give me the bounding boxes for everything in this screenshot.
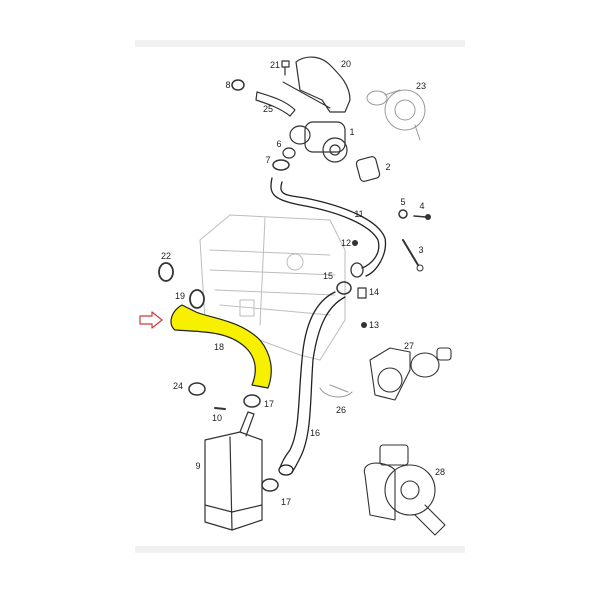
top-border <box>135 40 465 47</box>
part-label-5: 5 <box>400 197 406 207</box>
part-label-27: 27 <box>403 341 415 351</box>
sensor-14 <box>357 287 367 299</box>
part-label-28: 28 <box>434 467 446 477</box>
part-label-11: 11 <box>354 209 364 219</box>
intercooler-hose-18-highlighted <box>170 304 272 389</box>
nut-12 <box>352 240 358 246</box>
part-label-17-lower: 17 <box>280 497 292 507</box>
bolt-10 <box>214 407 226 410</box>
part-label-25: 25 <box>262 104 274 114</box>
gasket-2 <box>355 156 381 182</box>
clamp-15 <box>336 281 352 295</box>
part-label-18: 18 <box>213 342 225 352</box>
part-label-22: 22 <box>160 251 172 261</box>
turbo-27 <box>369 347 452 401</box>
part-label-3: 3 <box>418 245 424 255</box>
part-label-12: 12 <box>340 238 352 248</box>
part-label-15: 15 <box>322 271 334 281</box>
clamp-7 <box>272 159 290 171</box>
part-label-2: 2 <box>385 162 391 172</box>
clamp-24 <box>188 382 206 396</box>
clamp-22 <box>158 262 174 282</box>
part-label-23: 23 <box>415 81 427 91</box>
highlight-arrow <box>139 311 163 329</box>
nut-5 <box>398 209 408 219</box>
clamp-near-hose-11 <box>350 262 364 278</box>
clamp-17-upper <box>243 394 261 408</box>
turbo-1 <box>289 121 348 163</box>
turbo-28 <box>363 444 446 536</box>
part-label-9: 9 <box>195 461 201 471</box>
bottom-border <box>135 546 465 553</box>
part-label-20: 20 <box>340 59 352 69</box>
part-label-26: 26 <box>335 405 347 415</box>
part-label-21: 21 <box>269 60 281 70</box>
turbo-23 <box>366 89 426 141</box>
bolt-4 <box>413 215 427 218</box>
bolt-21 <box>281 60 290 76</box>
part-label-13: 13 <box>368 320 380 330</box>
bolt-3 <box>402 239 419 266</box>
clamp-19 <box>189 289 205 309</box>
part-label-16: 16 <box>309 428 321 438</box>
part-label-1: 1 <box>349 127 355 137</box>
part-label-14: 14 <box>368 287 380 297</box>
intercooler-9 <box>204 411 263 531</box>
part-label-24: 24 <box>172 381 184 391</box>
clamp-17-lower <box>261 478 279 492</box>
part-label-17-upper: 17 <box>263 399 275 409</box>
clamp-8 <box>231 79 245 91</box>
nut-13 <box>361 322 367 328</box>
part-label-7: 7 <box>265 155 271 165</box>
o-ring-6 <box>282 147 296 159</box>
part-label-8: 8 <box>225 80 231 90</box>
engine-block <box>199 214 346 361</box>
clamp-26 <box>319 384 353 398</box>
part-label-19: 19 <box>174 291 186 301</box>
hose-11 <box>270 177 387 277</box>
hose-16 <box>279 291 346 473</box>
hose-25 <box>255 91 296 117</box>
part-label-6: 6 <box>276 139 282 149</box>
part-label-10: 10 <box>211 413 223 423</box>
part-label-4: 4 <box>419 201 425 211</box>
heat-shield <box>295 56 351 113</box>
